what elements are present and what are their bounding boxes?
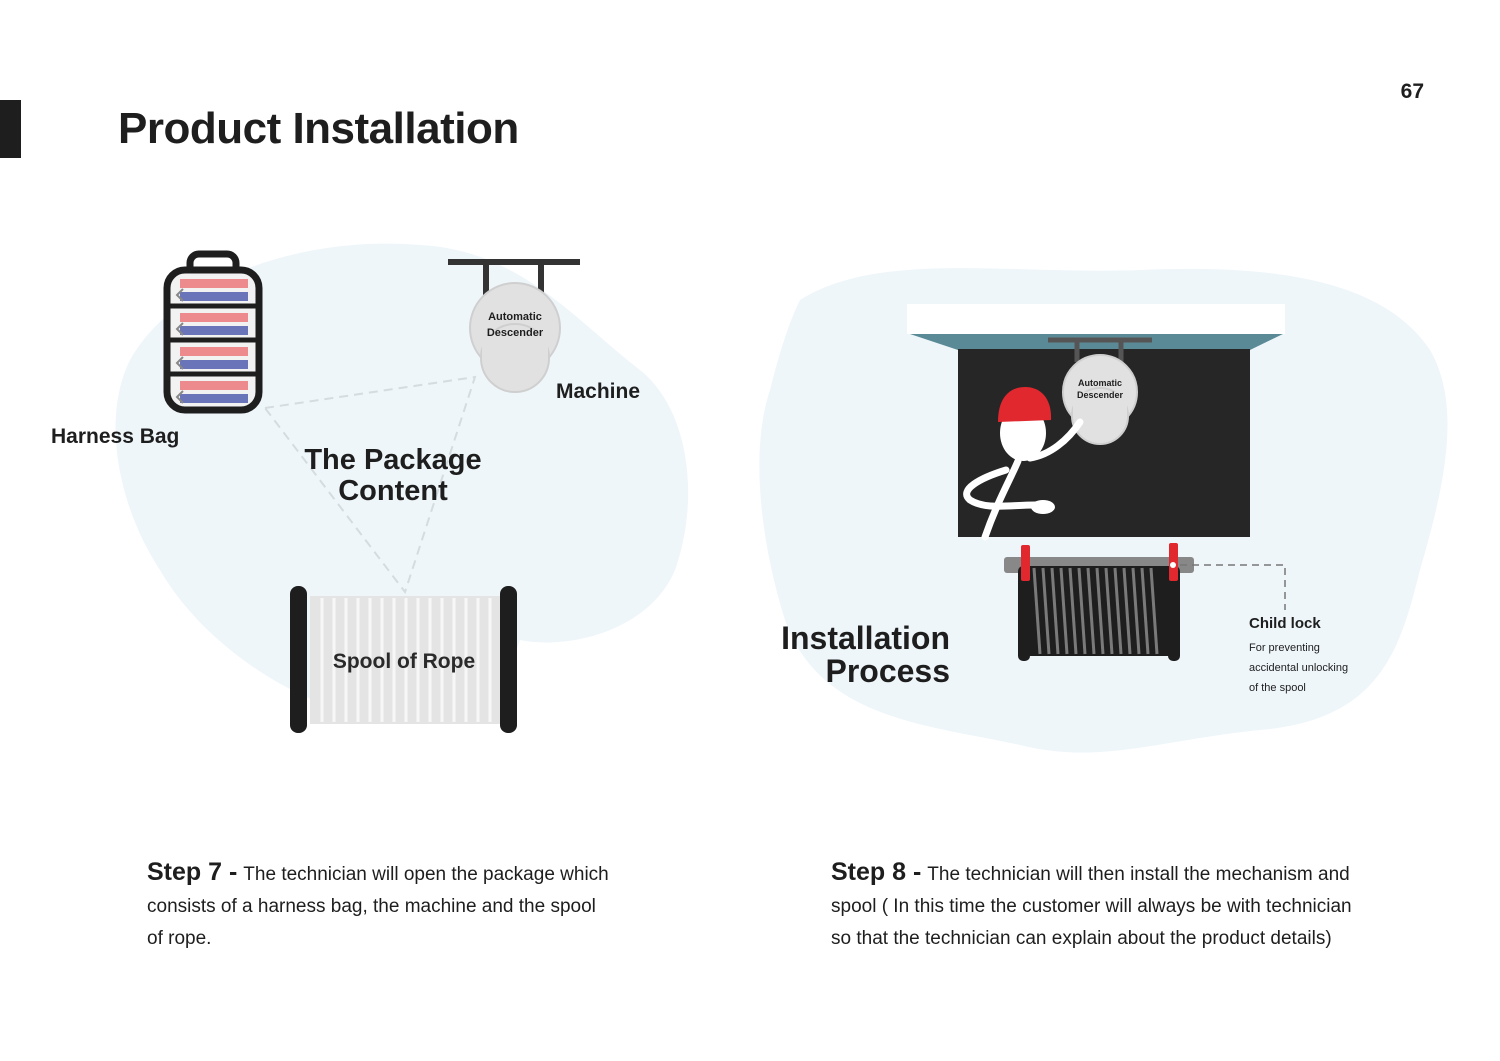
machine-badge-line1: Automatic — [488, 311, 542, 323]
child-lock-line3: of the spool — [1249, 682, 1306, 694]
spool-label: Spool of Rope — [332, 650, 476, 673]
package-title-line2: Content — [338, 475, 448, 507]
page-number: 67 — [1400, 80, 1424, 103]
installation-scene: Automatic Descender — [907, 304, 1285, 537]
installed-spool — [1004, 543, 1286, 661]
harness-bag-icon — [163, 250, 263, 414]
edge-marker — [0, 100, 21, 158]
step-8-text: The technician will then install the mec… — [831, 864, 1352, 949]
package-title-line1: The Package — [304, 444, 482, 476]
step-7-text: The technician will open the package whi… — [147, 864, 609, 949]
spool-icon — [290, 586, 517, 733]
package-connector-lines — [263, 375, 477, 595]
install-badge-line2: Descender — [1077, 390, 1124, 400]
child-lock-line1: For preventing — [1249, 642, 1320, 654]
step-7: Step 7 -The technician will open the pac… — [147, 856, 617, 955]
page-title: Product Installation — [118, 104, 519, 153]
step-8: Step 8 -The technician will then install… — [831, 856, 1371, 955]
child-lock-description: For preventing accidental unlocking of t… — [1249, 638, 1348, 698]
package-content-title: The Package Content — [273, 445, 513, 507]
technician-figure — [963, 387, 1084, 541]
installation-title-line1: Installation — [781, 620, 950, 656]
machine-label: Machine — [556, 380, 641, 403]
step-7-heading: Step 7 - — [147, 858, 238, 886]
install-badge-line1: Automatic — [1078, 378, 1122, 388]
installation-title-line2: Process — [825, 653, 950, 689]
machine-icon: Automatic Descender — [448, 259, 580, 393]
step-8-heading: Step 8 - — [831, 858, 922, 886]
child-lock-line2: accidental unlocking — [1249, 662, 1349, 674]
installation-title: Installation Process — [740, 622, 950, 688]
machine-badge-line2: Descender — [487, 327, 544, 339]
child-lock-title: Child lock — [1249, 615, 1321, 632]
harness-bag-label: Harness Bag — [51, 425, 180, 448]
